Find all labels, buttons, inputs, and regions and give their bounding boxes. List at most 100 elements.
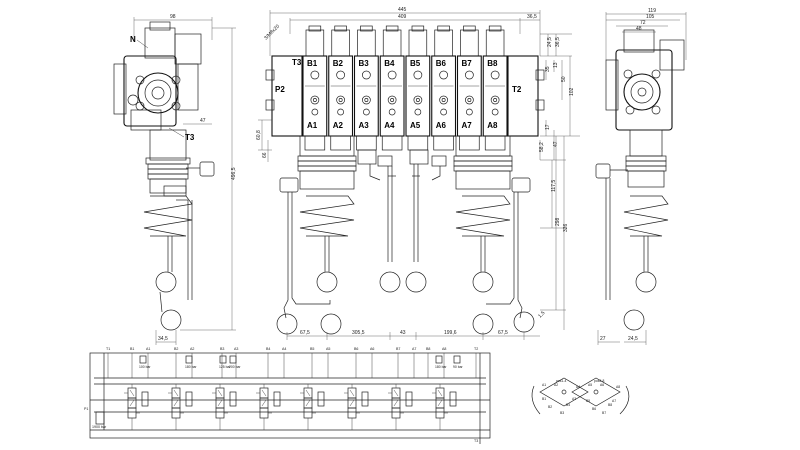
handle-left-a3: A3 bbox=[572, 397, 576, 401]
schematic-label-b8: B8 bbox=[426, 347, 430, 351]
schematic-label-t2: T2 bbox=[474, 347, 478, 351]
handle-left-a4: A4 bbox=[576, 385, 580, 389]
schematic-valve-1 bbox=[124, 384, 149, 430]
port-t3: T3 bbox=[292, 58, 302, 67]
port-a1: A1 bbox=[307, 121, 318, 130]
front-right-dims: 24,5 36,5 35 13 50 102 17 47 58,2 117,5 … bbox=[539, 33, 580, 330]
schematic-label-a3: A3 bbox=[234, 347, 238, 351]
dim-right-top: 119 bbox=[648, 8, 656, 14]
port-a8: A8 bbox=[487, 121, 498, 130]
dim-front-rightoff: 36,5 bbox=[527, 14, 537, 20]
port-b5: B5 bbox=[410, 59, 421, 68]
dim-front-rh5: 50 bbox=[561, 76, 567, 82]
front-middle-levers bbox=[357, 149, 447, 293]
port-n: N bbox=[130, 35, 136, 44]
schematic-label-b5: B5 bbox=[310, 347, 314, 351]
schematic-label-b6: B6 bbox=[354, 347, 358, 351]
handle-right-a5: A5 bbox=[588, 383, 592, 387]
dim-front-bright: 67,5 bbox=[498, 330, 508, 336]
relief-5: 180 bar bbox=[435, 365, 447, 369]
dim-front-rh3: 35 bbox=[545, 66, 551, 72]
dim-front-rh9: 58,2 bbox=[539, 142, 545, 152]
schematic-label-t1: T1 bbox=[106, 347, 110, 351]
schematic-label-a8: A8 bbox=[442, 347, 446, 351]
dim-front-rsmall: 1,5 bbox=[537, 310, 546, 319]
port-b8: B8 bbox=[487, 59, 498, 68]
handle-left-b3: B3 bbox=[560, 411, 564, 415]
schematic-valve-3 bbox=[212, 384, 237, 430]
left-side-view: 98 N T3 47 bbox=[113, 14, 237, 345]
handle-right-a6: A6 bbox=[600, 383, 604, 387]
handle-left-a1: A1 bbox=[542, 383, 546, 387]
dim-front-rh12: 326 bbox=[563, 223, 569, 232]
dim-front-angle: 3/M8x20 bbox=[263, 23, 281, 41]
port-a3: A3 bbox=[359, 121, 370, 130]
handle-left-title: pos1-4 bbox=[556, 379, 566, 383]
right-side-view: 119 105 72 48 27 bbox=[595, 8, 687, 345]
port-t3-side: T3 bbox=[185, 133, 195, 142]
schematic-label-a7: A7 bbox=[412, 347, 416, 351]
schematic-valve-2 bbox=[168, 384, 193, 430]
port-t2: T2 bbox=[512, 85, 522, 94]
port-p2: P2 bbox=[275, 85, 285, 94]
schematic-valve-6 bbox=[344, 384, 369, 430]
port-a2: A2 bbox=[333, 121, 344, 130]
schematic-label-b7: B7 bbox=[396, 347, 400, 351]
schematic-p1: P1 bbox=[84, 407, 88, 411]
dim-front-rh1: 24,5 bbox=[547, 37, 553, 47]
port-b2: B2 bbox=[333, 59, 344, 68]
schematic-valve-4 bbox=[256, 384, 281, 430]
schematic-label-b2: B2 bbox=[174, 347, 178, 351]
handle-left-b2: B2 bbox=[548, 405, 552, 409]
handle-right-b8: B8 bbox=[608, 403, 612, 407]
schematic-t3: T3 bbox=[474, 439, 478, 443]
front-right-actuator: 1,5 bbox=[453, 135, 546, 335]
handle-right-b6: B6 bbox=[592, 407, 596, 411]
schematic-valve-5 bbox=[300, 384, 325, 430]
dim-front-lh2: 66 bbox=[262, 152, 268, 158]
port-b6: B6 bbox=[436, 59, 447, 68]
relief-4: 200 bar bbox=[229, 365, 241, 369]
dim-front-rh2: 36,5 bbox=[555, 37, 561, 47]
dim-front-rh11: 298 bbox=[555, 217, 561, 226]
dim-left-bot: 34,5 bbox=[158, 336, 168, 342]
schematic-valves bbox=[124, 384, 457, 430]
dim-left-mid: 47 bbox=[200, 118, 206, 124]
front-bottom-dims: 67,5 305,5 43 199,6 67,5 bbox=[286, 330, 540, 340]
handle-right-b7: B7 bbox=[602, 411, 606, 415]
dim-left-h: 496,5 bbox=[231, 167, 237, 180]
dim-right-t3: 72 bbox=[640, 20, 646, 26]
schematic-label-b4: B4 bbox=[266, 347, 270, 351]
schematic-label-a6: A6 bbox=[370, 347, 374, 351]
handle-right-title: pos5-8 bbox=[594, 379, 604, 383]
dim-front-rh4: 13 bbox=[553, 62, 559, 68]
dim-front-inner: 409 bbox=[398, 14, 407, 20]
schematic-label-a2: A2 bbox=[190, 347, 194, 351]
schematic-valve-8 bbox=[432, 384, 457, 430]
dim-front-lh1: 60,8 bbox=[256, 130, 262, 140]
handle-right-a8: A8 bbox=[616, 385, 620, 389]
dim-front-rh10: 117,5 bbox=[551, 180, 557, 192]
port-a5: A5 bbox=[410, 121, 421, 130]
handle-left-a2: A2 bbox=[554, 383, 558, 387]
dim-front-bmid2: 43 bbox=[400, 330, 406, 336]
port-b3: B3 bbox=[359, 59, 370, 68]
relief-3: 125 bar bbox=[219, 365, 231, 369]
front-left-actuator bbox=[276, 135, 357, 335]
port-a4: A4 bbox=[384, 121, 395, 130]
dim-left-top: 98 bbox=[170, 14, 176, 20]
dim-right-bot2: 24,5 bbox=[628, 336, 638, 342]
port-a7: A7 bbox=[462, 121, 473, 130]
